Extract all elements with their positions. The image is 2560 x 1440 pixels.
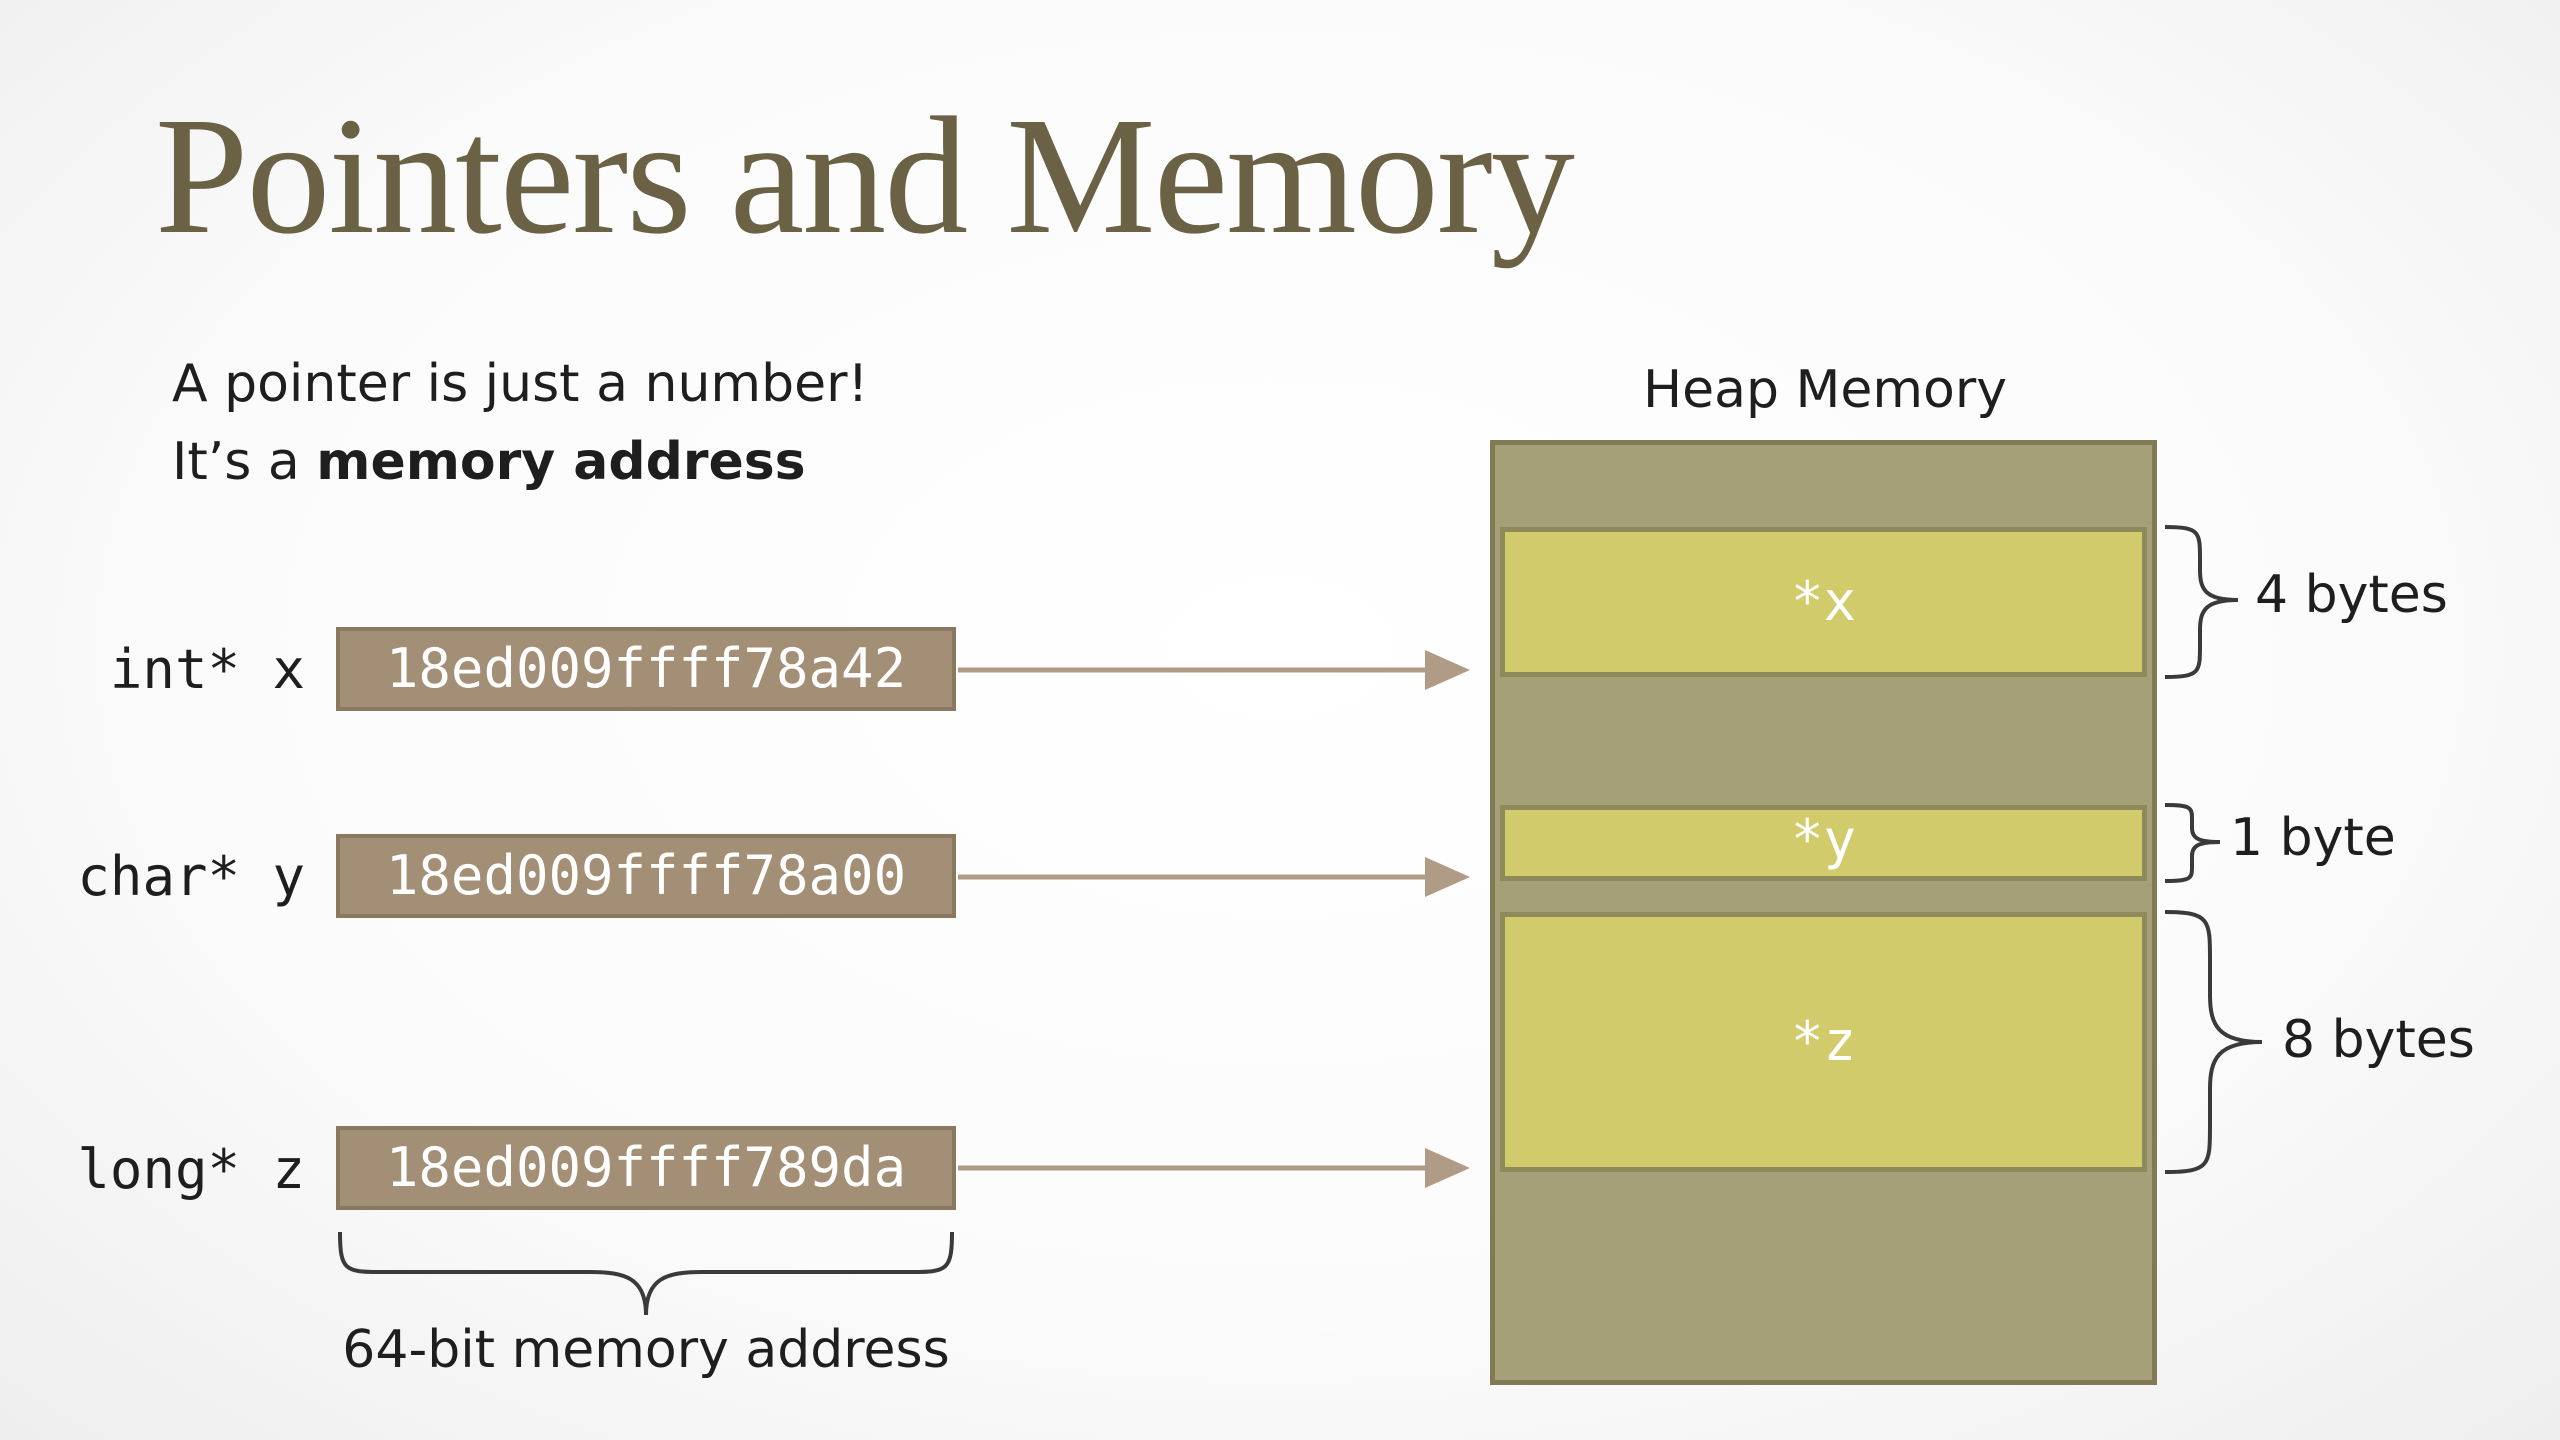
- pointer-declaration-z: long* z: [77, 1138, 305, 1201]
- size-label-x: 4 bytes: [2255, 565, 2448, 625]
- intro-line-2-prefix: It’s a: [172, 432, 317, 492]
- address-box-x: 18ed009ffff78a42: [336, 627, 956, 711]
- size-brace-z: [2164, 910, 2263, 1174]
- pointer-declaration-y: char* y: [77, 845, 305, 908]
- slide-title: Pointers and Memory: [155, 83, 1575, 269]
- heap-title: Heap Memory: [1643, 360, 2007, 420]
- pointer-declaration-x: int* x: [109, 638, 305, 701]
- heap-cell-y: *y: [1500, 805, 2147, 881]
- intro-text: A pointer is just a number! It’s a memor…: [172, 345, 868, 501]
- intro-line-2: It’s a memory address: [172, 423, 868, 501]
- intro-line-1: A pointer is just a number!: [172, 354, 869, 414]
- heap-cell-x: *x: [1500, 527, 2147, 677]
- heap-cell-z: *z: [1500, 912, 2147, 1172]
- size-brace-y: [2164, 803, 2221, 883]
- intro-line-2-bold: memory address: [316, 432, 806, 492]
- address-box-y: 18ed009ffff78a00: [336, 834, 956, 918]
- size-label-z: 8 bytes: [2282, 1010, 2475, 1070]
- address-box-z: 18ed009ffff789da: [336, 1126, 956, 1210]
- address-caption: 64-bit memory address: [342, 1320, 950, 1380]
- size-brace-x: [2164, 525, 2239, 679]
- address-width-brace: [338, 1231, 954, 1316]
- size-label-y: 1 byte: [2230, 808, 2396, 868]
